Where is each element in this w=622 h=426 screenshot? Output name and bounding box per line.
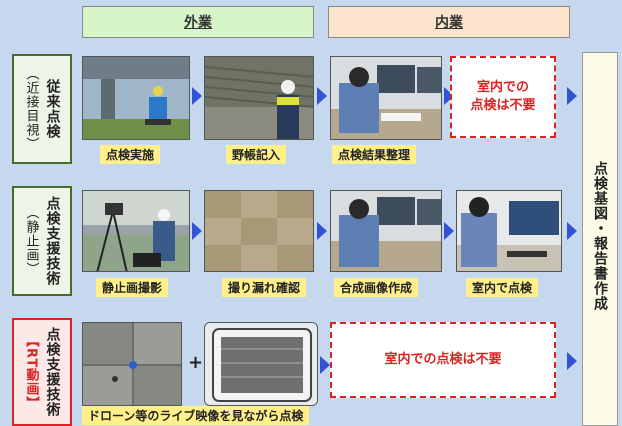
row-label-still-image: 点検支援技術 （静止画） <box>12 186 72 296</box>
flow-arrow-icon <box>444 87 454 105</box>
row-title: 点検支援技術 <box>44 196 61 286</box>
flow-arrow-icon <box>444 222 454 240</box>
row-subtitle: 【RT動画】 <box>23 333 39 411</box>
row-subtitle: （静止画） <box>23 206 39 276</box>
flow-arrow-icon <box>192 222 202 240</box>
flow-arrow-icon <box>317 222 327 240</box>
photo-indoor-inspection <box>456 190 562 272</box>
flow-arrow-icon <box>192 87 202 105</box>
flow-arrow-icon <box>567 87 577 105</box>
photo-tablet-live-view <box>204 322 318 406</box>
caption-drone-live-view: ドローン等のライブ映像を見ながら点検 <box>82 406 310 425</box>
caption-indoor-inspection: 室内で点検 <box>466 278 539 297</box>
row-title: 点検支援技術 <box>44 327 61 417</box>
photo-still-capture <box>82 190 190 272</box>
flow-arrow-icon <box>320 356 330 374</box>
caption-still-capture: 静止画撮影 <box>96 278 169 297</box>
photo-drone-deck <box>82 322 182 406</box>
no-indoor-inspection-box-wide: 室内での点検は不要 <box>330 322 556 398</box>
photo-composite-creation <box>330 190 442 272</box>
row-subtitle: （近接目視） <box>23 67 39 151</box>
photo-field-notes <box>204 56 314 140</box>
photo-office-organizing <box>330 56 442 140</box>
row-label-conventional: 従来点検 （近接目視） <box>12 54 72 164</box>
photo-concrete-surface <box>204 190 314 272</box>
final-report-column: 点検基図・報告書作成 <box>582 52 618 426</box>
final-report-label: 点検基図・報告書作成 <box>592 161 608 311</box>
flow-arrow-icon <box>567 222 577 240</box>
header-outside-work: 外業 <box>82 6 314 38</box>
caption-field-notes: 野帳記入 <box>226 145 287 164</box>
row-title: 従来点検 <box>44 79 61 139</box>
caption-result-organizing: 点検結果整理 <box>332 145 417 164</box>
no-indoor-inspection-box: 室内での 点検は不要 <box>450 56 556 138</box>
caption-inspection: 点検実施 <box>100 145 161 164</box>
flow-arrow-icon <box>567 352 577 370</box>
flow-arrow-icon <box>317 87 327 105</box>
caption-composite-creation: 合成画像作成 <box>334 278 419 297</box>
caption-missing-check: 撮り漏れ確認 <box>222 278 307 297</box>
header-inside-work: 内業 <box>328 6 570 38</box>
photo-bridge-inspection <box>82 56 190 140</box>
row-label-rt-video: 点検支援技術 【RT動画】 <box>12 318 72 426</box>
plus-sign: + <box>188 352 204 373</box>
